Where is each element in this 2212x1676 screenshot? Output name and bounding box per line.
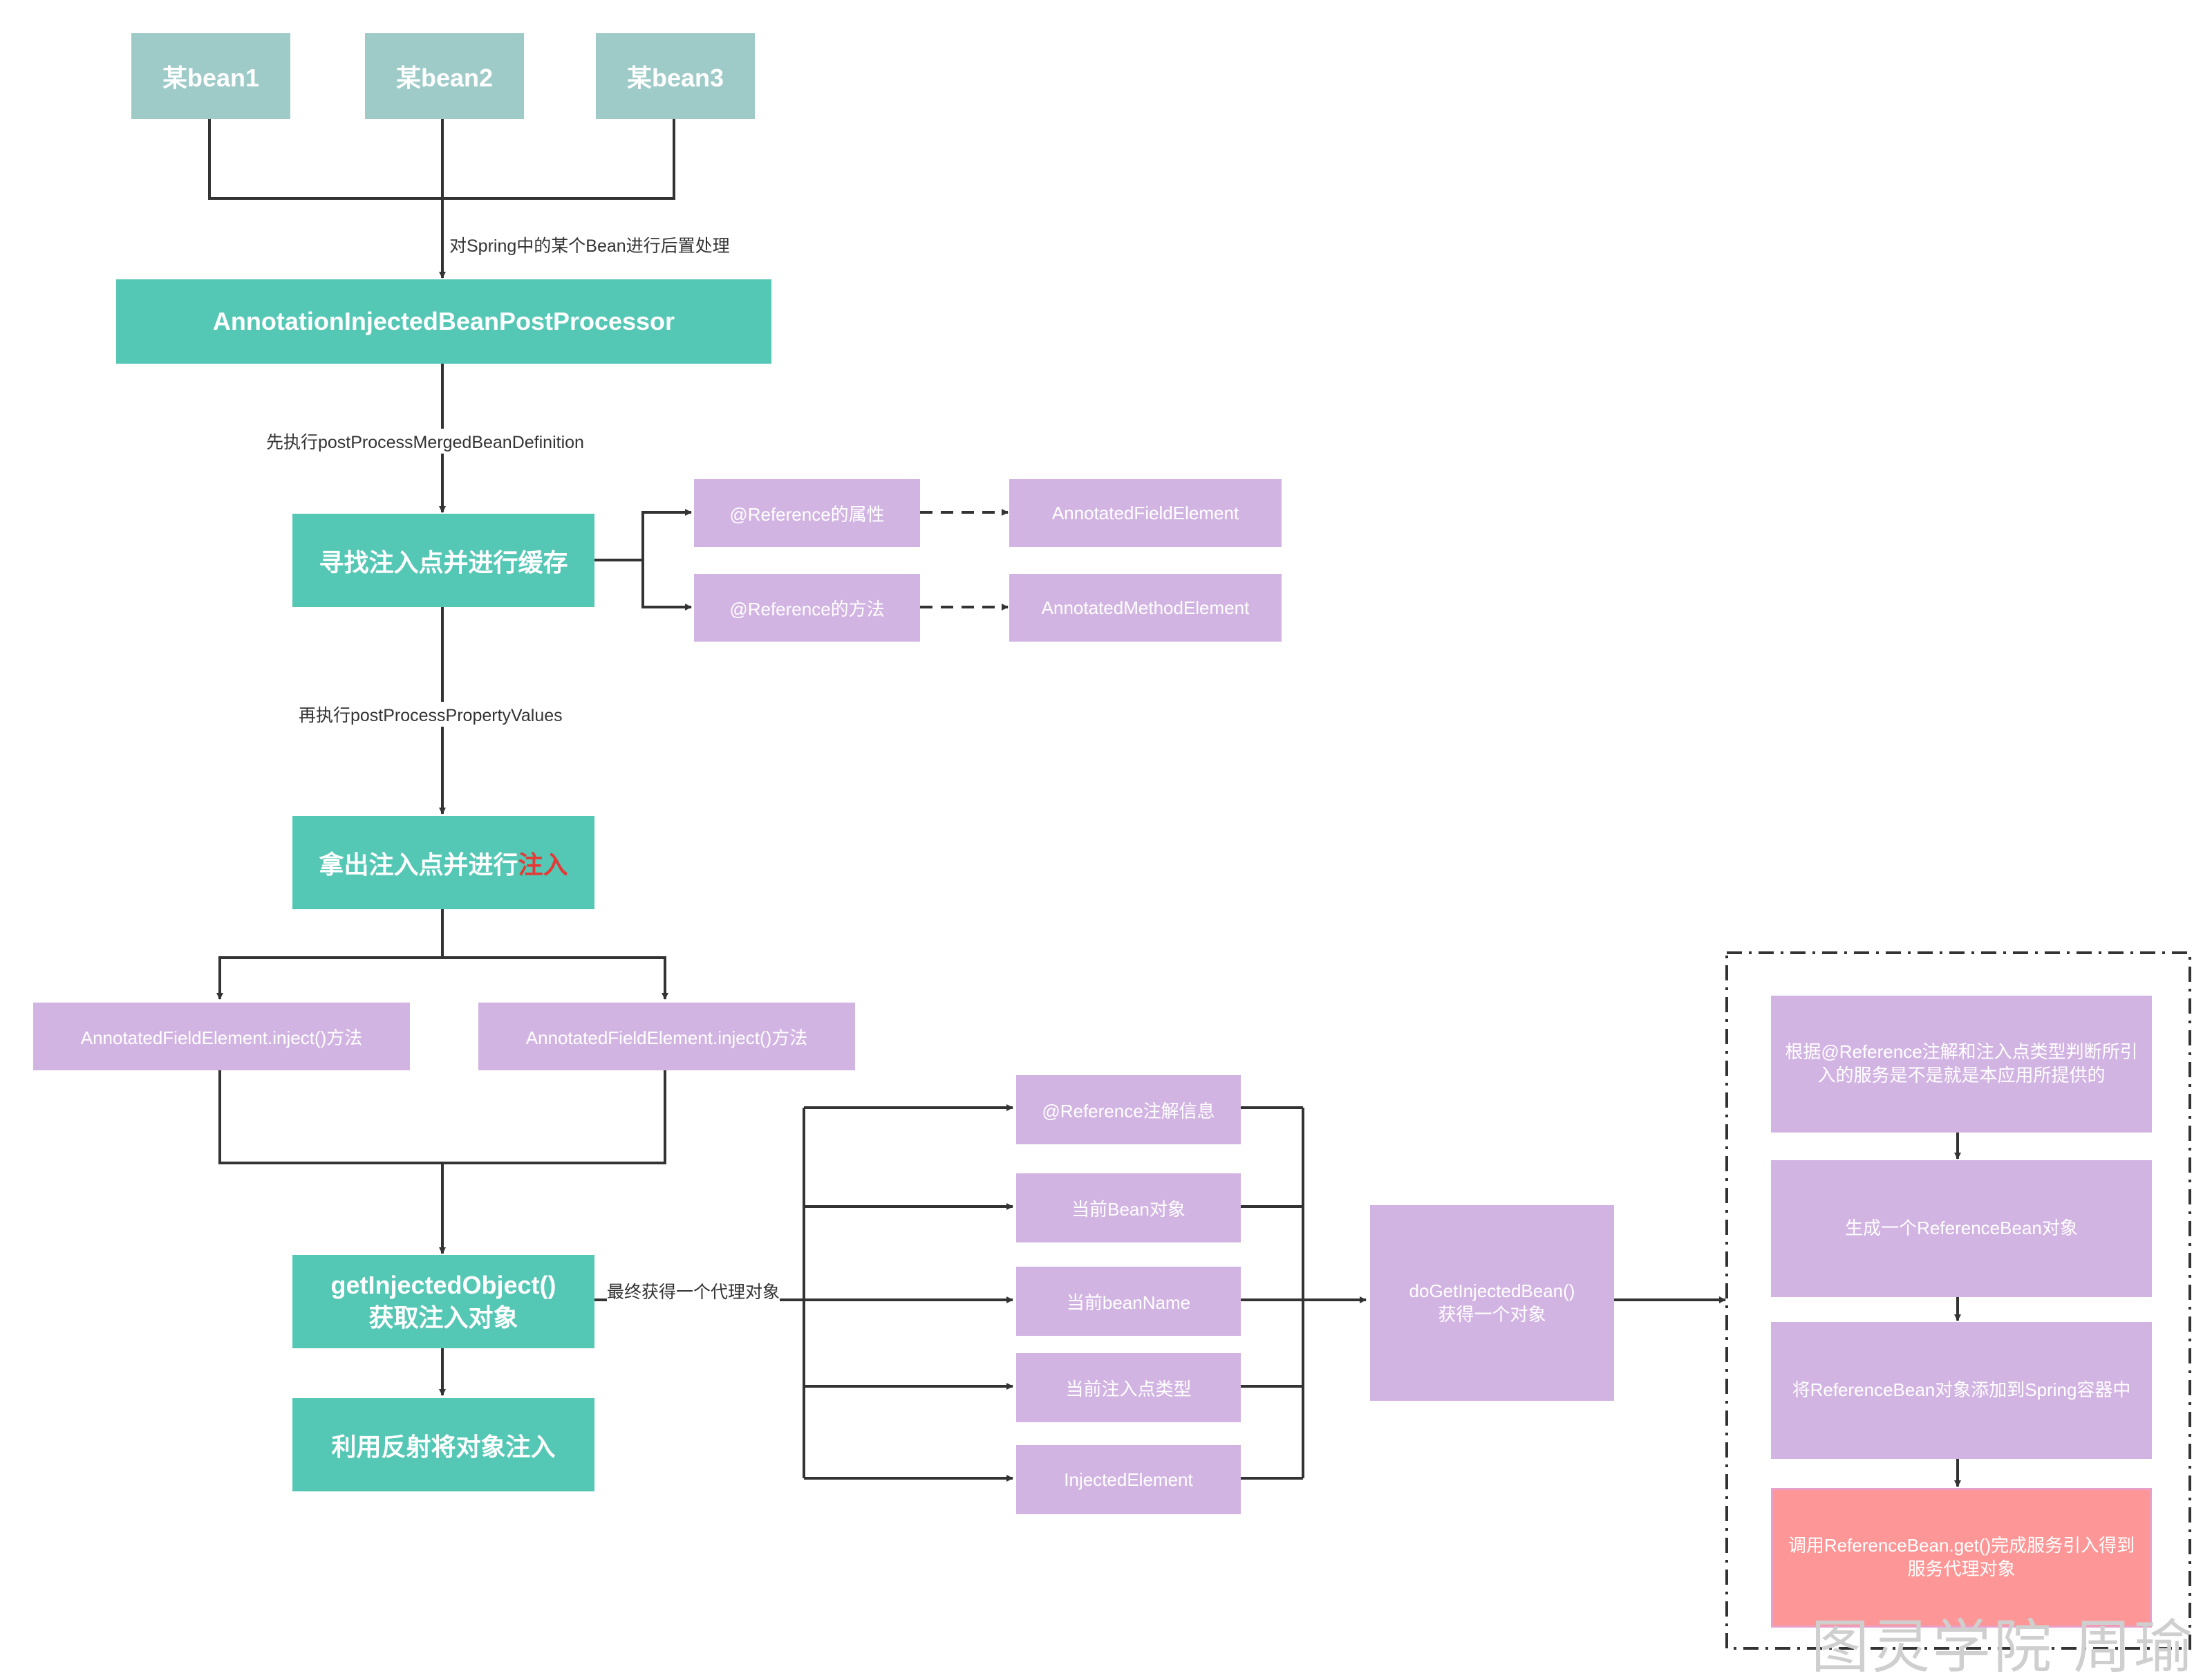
inject-method-right-box: AnnotatedFieldElement.inject()方法 — [478, 1003, 855, 1070]
step-register-reference-bean: 将ReferenceBean对象添加到Spring容器中 — [1771, 1322, 2152, 1459]
inject-method-left-box: AnnotatedFieldElement.inject()方法 — [33, 1003, 410, 1070]
param-current-bean: 当前Bean对象 — [1016, 1173, 1241, 1242]
edge-label-post-process: 对Spring中的某个Bean进行后置处理 — [449, 232, 730, 257]
edge-label-merged-definition: 先执行postProcessMergedBeanDefinition — [266, 429, 584, 454]
step-get-service-proxy: 调用ReferenceBean.get()完成服务引入得到服务代理对象 — [1771, 1488, 2152, 1628]
watermark: 图灵学院 周瑜 — [1811, 1614, 2195, 1676]
param-bean-name: 当前beanName — [1016, 1267, 1241, 1336]
get-injected-object-box: getInjectedObject() 获取注入对象 — [292, 1255, 594, 1348]
edge-label-property-values: 再执行postProcessPropertyValues — [299, 702, 563, 727]
bean-1: 某bean1 — [131, 33, 290, 119]
param-reference-info: @Reference注解信息 — [1016, 1075, 1241, 1144]
bean-2: 某bean2 — [365, 33, 524, 119]
inject-step-prefix: 拿出注入点并进行 — [319, 850, 518, 879]
reference-method-box: @Reference的方法 — [694, 574, 920, 642]
inject-step-box: 拿出注入点并进行注入 — [292, 816, 594, 909]
step-check-local-service: 根据@Reference注解和注入点类型判断所引入的服务是不是就是本应用所提供的 — [1771, 996, 2152, 1133]
step-create-reference-bean: 生成一个ReferenceBean对象 — [1771, 1160, 2152, 1297]
get-injected-object-subtitle: 获取注入对象 — [368, 1303, 518, 1332]
get-injected-object-title: getInjectedObject() — [330, 1270, 556, 1299]
find-injection-points-box: 寻找注入点并进行缓存 — [292, 514, 594, 607]
annotated-method-element-box: AnnotatedMethodElement — [1009, 574, 1282, 642]
bean-3: 某bean3 — [596, 33, 755, 119]
do-get-injected-bean-box: doGetInjectedBean() 获得一个对象 — [1370, 1205, 1614, 1401]
inject-step-highlight: 注入 — [518, 850, 568, 879]
annotated-field-element-box: AnnotatedFieldElement — [1009, 479, 1282, 547]
do-get-injected-bean-title: doGetInjectedBean() — [1409, 1280, 1575, 1301]
reflect-inject-box: 利用反射将对象注入 — [292, 1398, 594, 1491]
reference-field-box: @Reference的属性 — [694, 479, 920, 547]
param-injection-type: 当前注入点类型 — [1016, 1353, 1241, 1422]
step-group-frame — [1725, 951, 2191, 1650]
processor-box: AnnotationInjectedBeanPostProcessor — [116, 279, 771, 364]
edge-label-proxy: 最终获得一个代理对象 — [607, 1278, 780, 1303]
do-get-injected-bean-subtitle: 获得一个对象 — [1438, 1303, 1546, 1325]
param-injected-element: InjectedElement — [1016, 1445, 1241, 1514]
